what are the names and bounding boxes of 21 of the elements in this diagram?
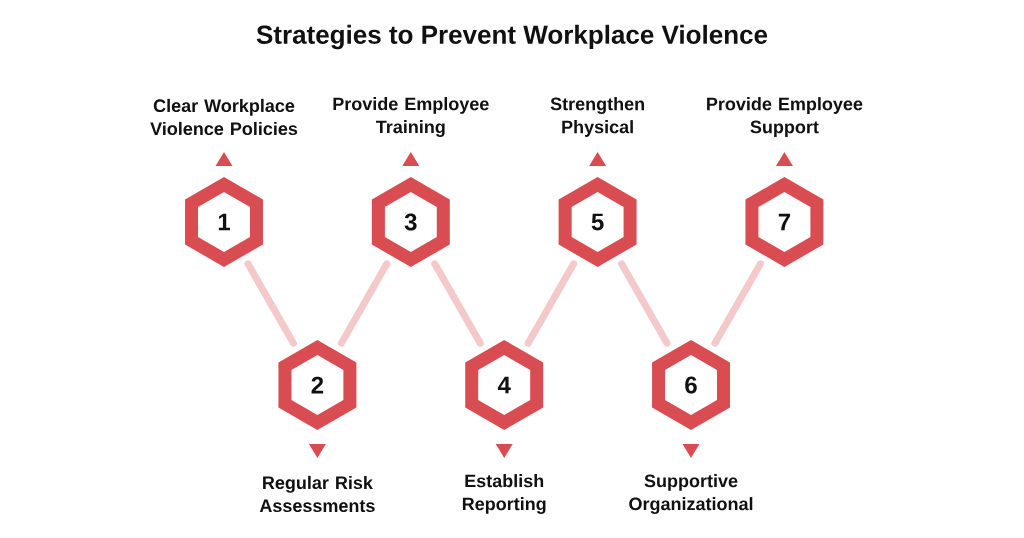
hexagon-badge: 2 <box>278 340 357 430</box>
hexagon-badge: 3 <box>371 177 450 267</box>
step-label: Provide Employee Training <box>333 97 489 137</box>
step-label: Regular Risk Assessments <box>259 475 375 513</box>
connector-line <box>337 260 391 347</box>
connector-line <box>618 260 671 347</box>
hexagon-badge: 6 <box>652 340 730 430</box>
step-label: Clear Workplace Violence Policies <box>150 98 298 136</box>
connector-line <box>431 260 484 347</box>
connector-line <box>524 260 578 347</box>
hexagon-badge: 1 <box>185 177 263 267</box>
hexagon-badge: 5 <box>558 177 637 267</box>
step-label: Strengthen Physical <box>550 97 644 137</box>
connector-line <box>711 260 764 347</box>
step-label: Provide Employee Support <box>707 97 863 137</box>
step-label: Supportive Organizational <box>629 474 753 514</box>
step-label: Establish Reporting <box>462 474 546 514</box>
connector-line <box>244 260 297 347</box>
hexagon-badge: 7 <box>745 177 824 267</box>
title: Strategies to Prevent Workplace Violence <box>256 24 768 50</box>
hexagon-badge: 4 <box>465 340 544 430</box>
